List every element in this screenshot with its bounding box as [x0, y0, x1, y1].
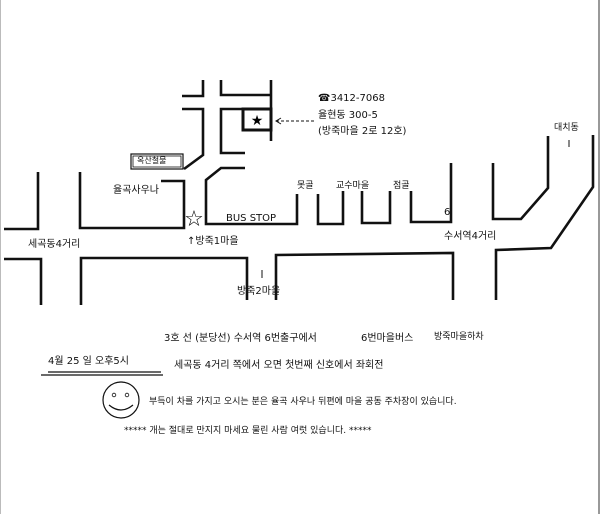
- address-lot: 율현동 300-5: [318, 110, 378, 121]
- smiley-face-icon: [102, 381, 140, 419]
- label-village2: 방죽2마을: [237, 286, 281, 297]
- directions-bus: 6번마을버스: [361, 333, 414, 344]
- label-segok-intersection: 세곡동4거리: [28, 239, 81, 250]
- label-village1: ↑방죽1마을: [187, 236, 239, 247]
- address-road: (방죽마을 2로 12호): [318, 126, 407, 137]
- outline-star-icon: ☆: [184, 207, 204, 232]
- label-gyosu-village: 교수마을: [336, 181, 370, 191]
- phone-number: ☎3412-7068: [318, 93, 385, 104]
- destination-building: [241, 107, 273, 132]
- event-date: 4월 25 일 오후5시: [48, 356, 129, 367]
- directions-driving: 세곡동 4거리 쪽에서 오면 첫번째 신호에서 좌회전: [174, 360, 384, 371]
- label-bus-stop: BUS STOP: [226, 213, 277, 224]
- directions-subway: 3호 선 (분당선) 수서역 6번출구에서: [164, 333, 317, 344]
- landmark-hardware-store: 옥산철물: [137, 156, 167, 165]
- label-jeomgol: 점골: [393, 181, 410, 191]
- label-daechi: 대치동: [554, 123, 579, 133]
- label-exit-6: 6: [444, 207, 451, 218]
- label-suseo-intersection: 수서역4거리: [444, 231, 497, 242]
- roads: [4, 80, 595, 305]
- label-sauna: 율곡사우나: [113, 185, 159, 196]
- parking-note: 부득이 차를 가지고 오시는 분은 율곡 사우나 뒤편에 마을 공동 주차장이 …: [149, 397, 457, 407]
- label-motgol: 못골: [297, 181, 314, 191]
- arrow-left-icon: [275, 117, 282, 125]
- directions-getoff: 방죽마을하차: [434, 332, 484, 342]
- filled-star-icon: ★: [251, 113, 264, 129]
- landmark-box: [130, 153, 184, 170]
- dog-warning: ***** 개는 절대로 만지지 마세요 물린 사람 여럿 있습니다. ****…: [124, 426, 372, 436]
